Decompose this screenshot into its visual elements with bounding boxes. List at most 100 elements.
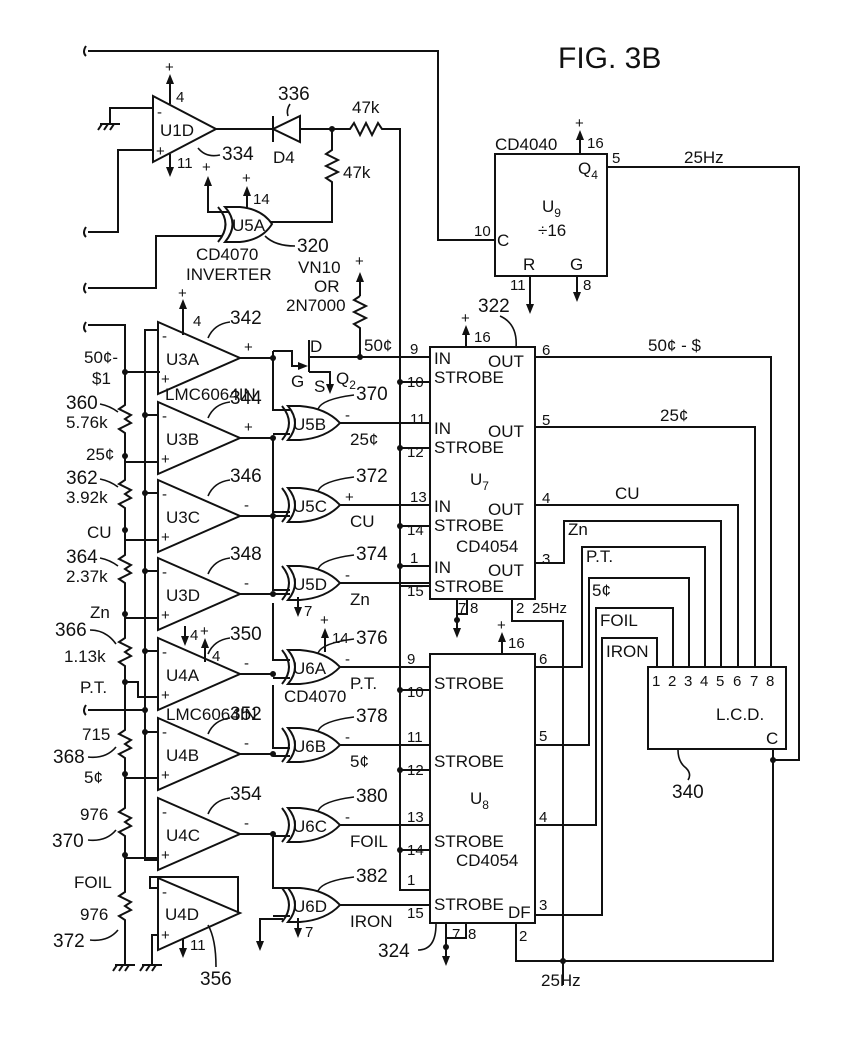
u8-out-pin: 5: [539, 728, 547, 745]
u7-df-freq: 25Hz: [532, 600, 567, 617]
u7-pin-16: 16: [474, 329, 491, 346]
u9-q4: Q4: [578, 159, 598, 182]
u7-strobe-pin: 14: [407, 522, 424, 539]
u9-part: CD4040: [495, 135, 557, 154]
u1d-pin-11: 11: [177, 155, 193, 172]
xor-net-label: Zn: [350, 590, 370, 609]
u5a-role: INVERTER: [186, 265, 272, 284]
resistor-360-ref: 360: [66, 393, 98, 414]
u9-r: R: [523, 255, 535, 274]
u9-pin-8: 8: [583, 277, 591, 294]
q2-or: OR: [314, 277, 340, 296]
xor-net-label: CU: [350, 512, 375, 531]
u4d-ref: 356: [200, 969, 232, 990]
u9-pin-16: 16: [587, 135, 604, 152]
net-7: IRON: [535, 637, 658, 916]
u9-g: G: [570, 255, 583, 274]
lcd-pin-number: 4: [700, 673, 708, 690]
u7-strobe-label: STROBE: [434, 516, 504, 535]
q2-net-50c: 50¢: [364, 336, 392, 355]
u8-pin-7: 7: [452, 926, 460, 943]
resistor-372-ref: 372: [53, 931, 85, 952]
u1d-pin-4: 4: [176, 89, 184, 106]
supply-arrow-icon: [243, 186, 251, 196]
xor-output-sign: +: [345, 489, 354, 506]
ladder-net-foil: FOIL: [74, 873, 112, 892]
opamp-plus-sign: +: [161, 451, 170, 468]
u7-out-pin: 6: [542, 342, 550, 359]
opamp-ref: 342: [230, 308, 262, 329]
u5d-pin-7: 7: [304, 603, 312, 620]
xor-gate-u5a: U5A + + 14 320 CD4070 INVERTER: [83, 159, 329, 294]
u8-pin-16: 16: [508, 635, 525, 652]
opamp-minus-sign: -: [162, 564, 167, 581]
u6a-part: CD4070: [284, 687, 346, 706]
opamp-part-label-2: LMC6064IN: [166, 705, 257, 724]
opamp-plus-sign: +: [161, 371, 170, 388]
opamp-label: U3A: [166, 350, 200, 369]
supply-arrow-icon: [356, 272, 364, 282]
xor-net-label: 25¢: [350, 430, 378, 449]
opamp-label: U3B: [166, 430, 199, 449]
u1d-label: U1D: [160, 121, 194, 140]
u7-in-label: IN: [434, 558, 451, 577]
u1d-ref: 334: [222, 144, 254, 165]
resistor-366-ref: 366: [55, 620, 87, 641]
ladder-net-pt: P.T.: [80, 678, 107, 697]
q2-pullup-plus: +: [355, 253, 364, 270]
u7-strobe-label: STROBE: [434, 368, 504, 387]
xor-net-label: 5¢: [350, 752, 369, 771]
net-label: 25¢: [660, 406, 688, 425]
ground-icon: [139, 964, 162, 972]
u7-strobe-pin: 15: [407, 583, 424, 600]
xor-label: U5D: [293, 575, 327, 594]
opamp-u4a: U4A-+-350: [157, 624, 276, 712]
lcd-ref: 340: [672, 782, 704, 803]
u8-strobe-label: STROBE: [434, 752, 504, 771]
opamp-label: U4B: [166, 746, 199, 765]
resistor-47k-series: 47k: [332, 98, 401, 640]
opamp-u3a: U3A-++342: [157, 308, 276, 396]
net-1: 25¢: [535, 406, 756, 667]
opamp-output-sign: -: [244, 497, 249, 514]
resistor-366-value: 1.13k: [64, 647, 106, 666]
u7-pin-7: 7: [458, 600, 466, 617]
opamp-ref: 348: [230, 544, 262, 565]
u8-strobe-pin: 15: [407, 905, 424, 922]
lcd-label: L.C.D.: [716, 705, 764, 724]
net-label: IRON: [606, 642, 649, 661]
r47k-2-value: 47k: [343, 163, 371, 182]
u7-pin-8: 8: [470, 600, 478, 617]
opamp-output-sign: +: [244, 419, 253, 436]
q2-source: S: [314, 377, 325, 396]
net-label: 5¢: [592, 581, 611, 600]
u8-strobe-pin: 14: [407, 842, 424, 859]
ground-arrow-icon: [573, 292, 581, 302]
u7-in-pin: 13: [410, 489, 427, 506]
ground-icon: [97, 123, 120, 131]
u6a-vplus: +: [320, 612, 329, 629]
ground-arrow-icon: [442, 956, 450, 966]
u7-in-label: IN: [434, 349, 451, 368]
u9-pin-5: 5: [612, 150, 620, 167]
opamp-label: U3D: [166, 586, 200, 605]
u1d-plus-sign: +: [156, 143, 165, 160]
u8-in-pin: 13: [407, 809, 424, 826]
u7-strobe-label: STROBE: [434, 438, 504, 457]
u7-strobe-label: STROBE: [434, 577, 504, 596]
xor-output-sign: -: [345, 567, 350, 584]
top-input-wire: [83, 45, 495, 241]
u5a-part: CD4070: [196, 245, 258, 264]
u7-in-pin: 1: [410, 550, 418, 567]
u8-bottom-freq: 25Hz: [541, 971, 581, 990]
u8-pin-8: 8: [468, 926, 476, 943]
